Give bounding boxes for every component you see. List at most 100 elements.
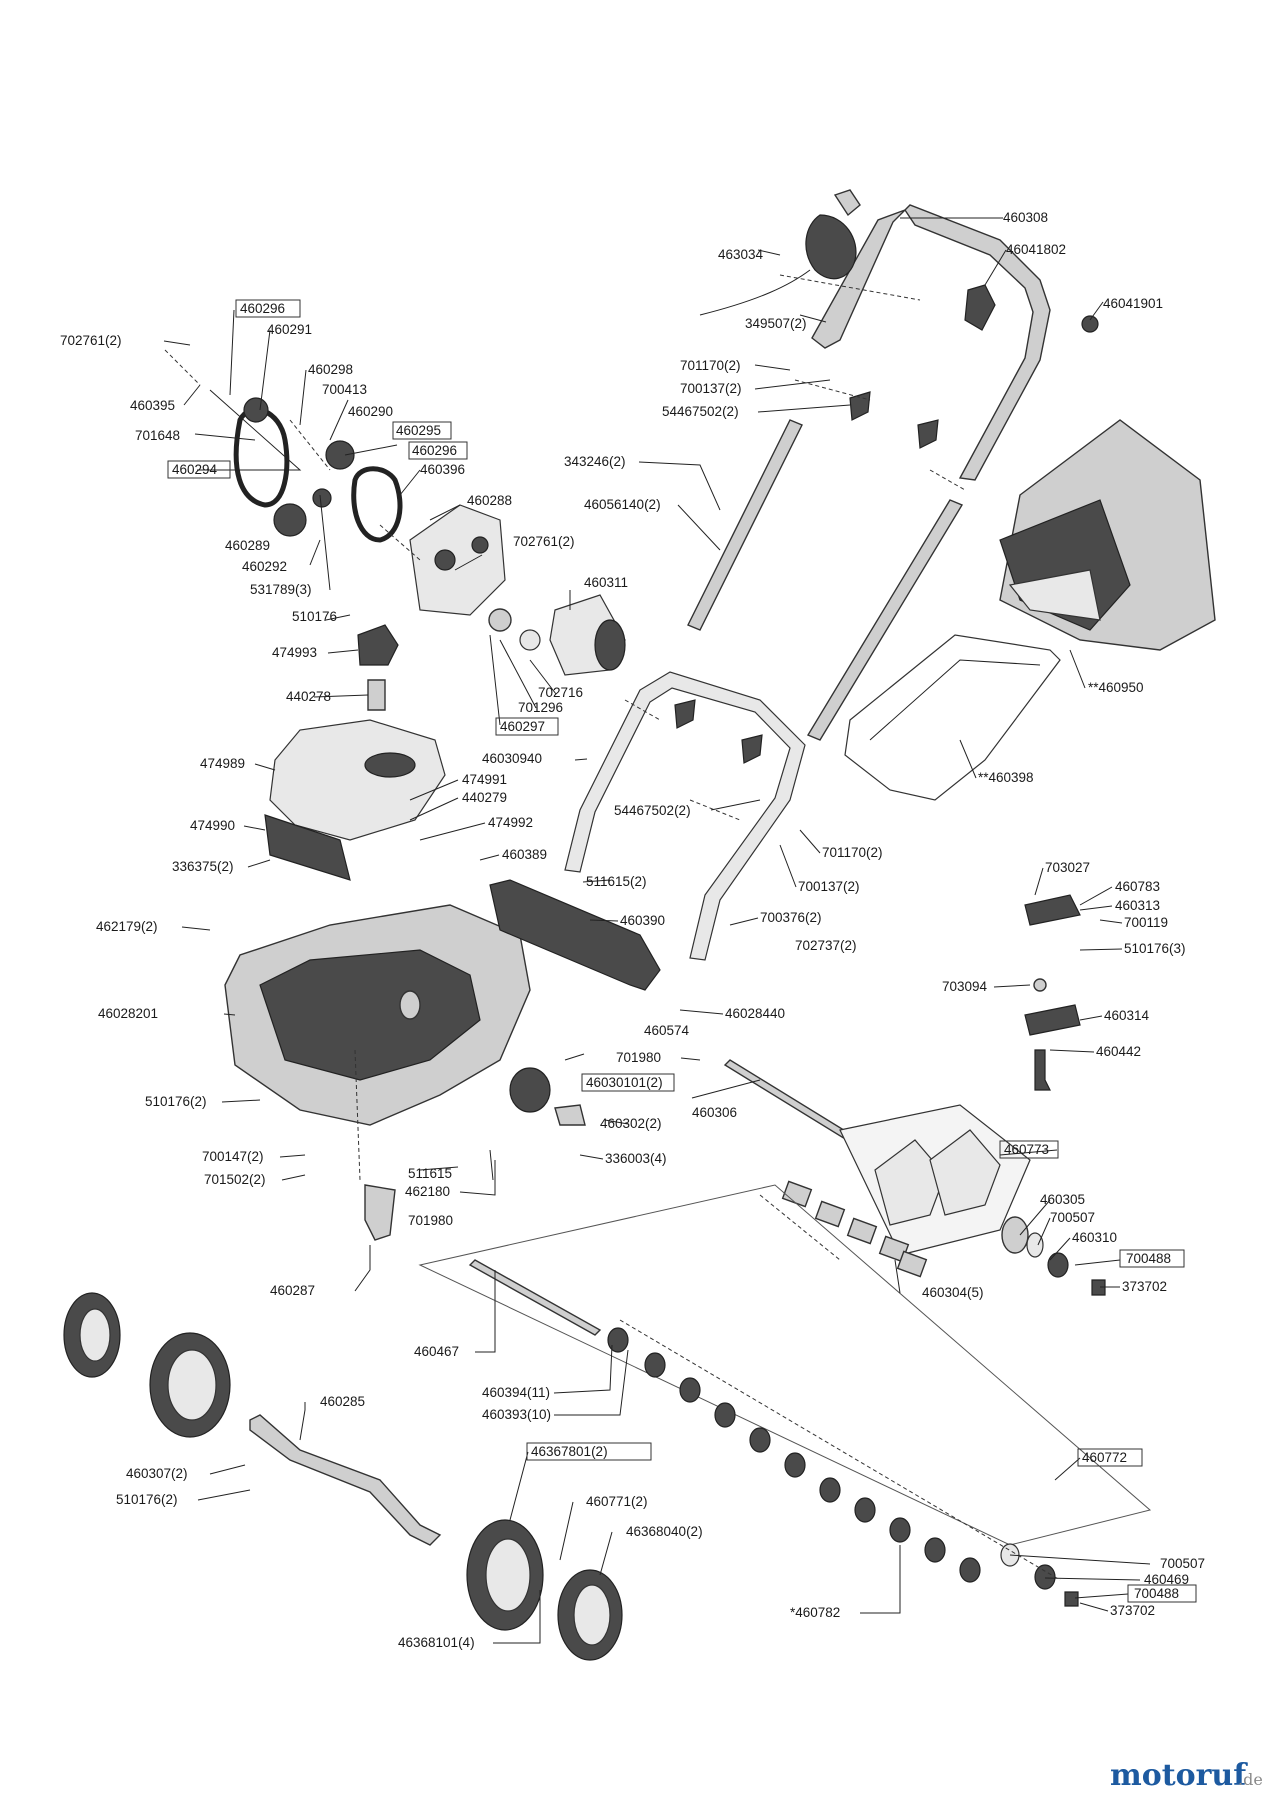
part-label: 701980 <box>408 1213 453 1228</box>
part-label-box <box>495 717 559 736</box>
part-label: 54467502(2) <box>662 404 739 419</box>
part-label: 701170(2) <box>680 358 741 373</box>
part-label: 460442 <box>1096 1044 1141 1059</box>
part-label: 460771(2) <box>586 1494 648 1509</box>
part-label: 510176 <box>292 609 337 624</box>
part-label: 531789(3) <box>250 582 312 597</box>
part-label-box <box>1077 1448 1143 1467</box>
part-label: 460291 <box>267 322 312 337</box>
part-label: 460298 <box>308 362 353 377</box>
handle-clip <box>964 284 1099 333</box>
part-label: 46030940 <box>482 751 542 766</box>
part-label: 460390 <box>620 913 665 928</box>
axle <box>249 1414 442 1546</box>
part-label: 460389 <box>502 847 547 862</box>
part-label: 474991 <box>462 772 507 787</box>
part-label: 460296 <box>240 301 285 316</box>
part-label: 700488 <box>1134 1586 1179 1601</box>
rake-blades <box>781 1104 1106 1296</box>
part-label: 336375(2) <box>172 859 234 874</box>
front-wheels <box>466 1519 623 1661</box>
part-label: 511615 <box>408 1166 452 1181</box>
height-knob <box>357 624 399 711</box>
part-label: 46368101(4) <box>398 1635 475 1650</box>
part-label: 701296 <box>518 700 563 715</box>
lever-bracket <box>364 1184 396 1241</box>
motor <box>488 594 626 676</box>
rear-flap <box>489 879 661 991</box>
part-label: 460289 <box>225 538 270 553</box>
part-label: 460307(2) <box>126 1466 188 1481</box>
part-label-box <box>1127 1584 1197 1603</box>
part-label: 700119 <box>1124 915 1168 930</box>
part-label: 460393(10) <box>482 1407 551 1422</box>
part-label: 700413 <box>322 382 367 397</box>
part-label: 460313 <box>1115 898 1160 913</box>
part-label: 460296 <box>412 443 457 458</box>
part-label: 460295 <box>396 423 441 438</box>
part-label: 701502(2) <box>204 1172 266 1187</box>
part-label: 701980 <box>616 1050 661 1065</box>
part-label: 460294 <box>172 462 218 477</box>
part-label-box <box>235 299 301 318</box>
part-label: 46028201 <box>98 1006 158 1021</box>
part-label-box <box>392 421 452 440</box>
part-label: 460305 <box>1040 1192 1085 1207</box>
part-label: 460311 <box>584 575 628 590</box>
part-label: 474992 <box>488 815 533 830</box>
part-label: 460308 <box>1003 210 1048 225</box>
part-label: 349507(2) <box>745 316 807 331</box>
part-number-labels: 460308 463034 46041802 46041901 349507(2… <box>60 210 1205 1650</box>
part-label-box <box>581 1073 675 1092</box>
part-label: 440279 <box>462 790 507 805</box>
height-shaft <box>723 1059 862 1146</box>
part-label: 373702 <box>1122 1279 1167 1294</box>
watermark-logo: motoruf .de <box>1110 1758 1263 1793</box>
part-label: 474989 <box>200 756 245 771</box>
part-label: 700507 <box>1160 1556 1205 1571</box>
grass-box <box>999 419 1216 651</box>
part-label: 700147(2) <box>202 1149 264 1164</box>
part-label-box <box>167 460 231 479</box>
front-wheel-small <box>509 1067 586 1126</box>
part-label: 474990 <box>190 818 235 833</box>
part-label: 336003(4) <box>605 1151 667 1166</box>
upper-handle <box>811 204 1051 481</box>
part-label: 463034 <box>718 247 764 262</box>
part-label: 474993 <box>272 645 317 660</box>
part-label: 700137(2) <box>798 879 860 894</box>
part-label: 460469 <box>1144 1572 1189 1587</box>
part-label: 460574 <box>644 1023 690 1038</box>
lower-handle-tubes <box>687 419 964 741</box>
part-label: 700376(2) <box>760 910 822 925</box>
part-label: 460306 <box>692 1105 737 1120</box>
part-label: 462180 <box>405 1184 450 1199</box>
part-label: 46030101(2) <box>586 1075 663 1090</box>
handle-knobs <box>674 391 939 764</box>
part-label: 702761(2) <box>60 333 122 348</box>
part-label: *460782 <box>790 1605 840 1620</box>
part-label: 702716 <box>538 685 583 700</box>
grass-box-frame <box>844 634 1061 801</box>
part-label: 460287 <box>270 1283 315 1298</box>
part-label: 46367801(2) <box>531 1444 608 1459</box>
lower-handle-bow <box>564 671 806 961</box>
part-label-box <box>526 1442 652 1461</box>
part-label: 460395 <box>130 398 175 413</box>
part-label: 700137(2) <box>680 381 742 396</box>
part-label: 440278 <box>286 689 331 704</box>
part-label: 460292 <box>242 559 287 574</box>
part-label: 460772 <box>1082 1450 1127 1465</box>
part-label: 46028440 <box>725 1006 785 1021</box>
part-label: 46041901 <box>1103 296 1163 311</box>
part-label-box <box>999 1140 1059 1159</box>
part-label: **460398 <box>978 770 1034 785</box>
part-label: 460783 <box>1115 879 1160 894</box>
part-label: 460773 <box>1004 1142 1049 1157</box>
top-cover <box>264 719 446 881</box>
part-label: 460288 <box>467 493 512 508</box>
part-label: 46056140(2) <box>584 497 661 512</box>
gear-housing <box>409 504 506 616</box>
part-label: 460297 <box>500 719 545 734</box>
